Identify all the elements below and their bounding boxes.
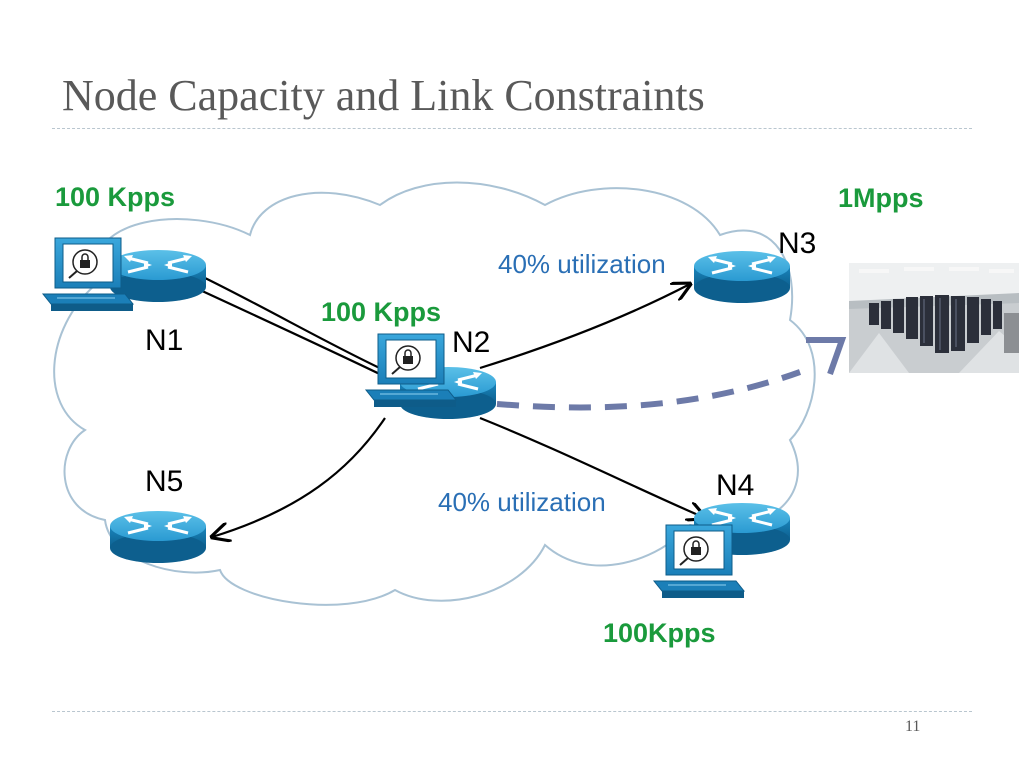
slide-title: Node Capacity and Link Constraints [62,71,705,120]
node-n2-label: N2 [452,326,491,359]
link-n1-n2 [199,277,389,379]
router-n5-icon [108,509,208,565]
page-number: 11 [905,718,921,735]
node-n1-label: N1 [145,324,184,357]
capacity-server-label: 1Mpps [838,183,924,213]
node-n3-label: N3 [778,227,817,260]
link-n2-n4 [479,416,705,518]
router-n3-icon [692,249,792,305]
computer-lock-n4-icon [653,524,745,599]
link-n2-n3 [479,284,690,370]
datacenter-photo [849,263,1019,373]
capacity-n2-label: 100 Kpps [321,297,442,327]
capacity-n4-label: 100Kpps [603,618,716,648]
node-n4-label: N4 [716,469,755,502]
top-divider [52,128,972,129]
computer-lock-n1-icon [42,237,134,312]
link-n2-n4-utilization: 40% utilization [438,487,606,517]
capacity-n1-label: 100 Kpps [55,182,176,212]
offload-arrow-head [806,337,847,375]
offload-dashed-arrow [496,369,802,411]
node-n5-label: N5 [145,465,184,498]
link-n2-n5 [212,417,386,537]
link-n2-n3-utilization: 40% utilization [498,249,666,279]
bottom-divider [52,711,972,712]
computer-lock-n2-icon [365,333,457,408]
